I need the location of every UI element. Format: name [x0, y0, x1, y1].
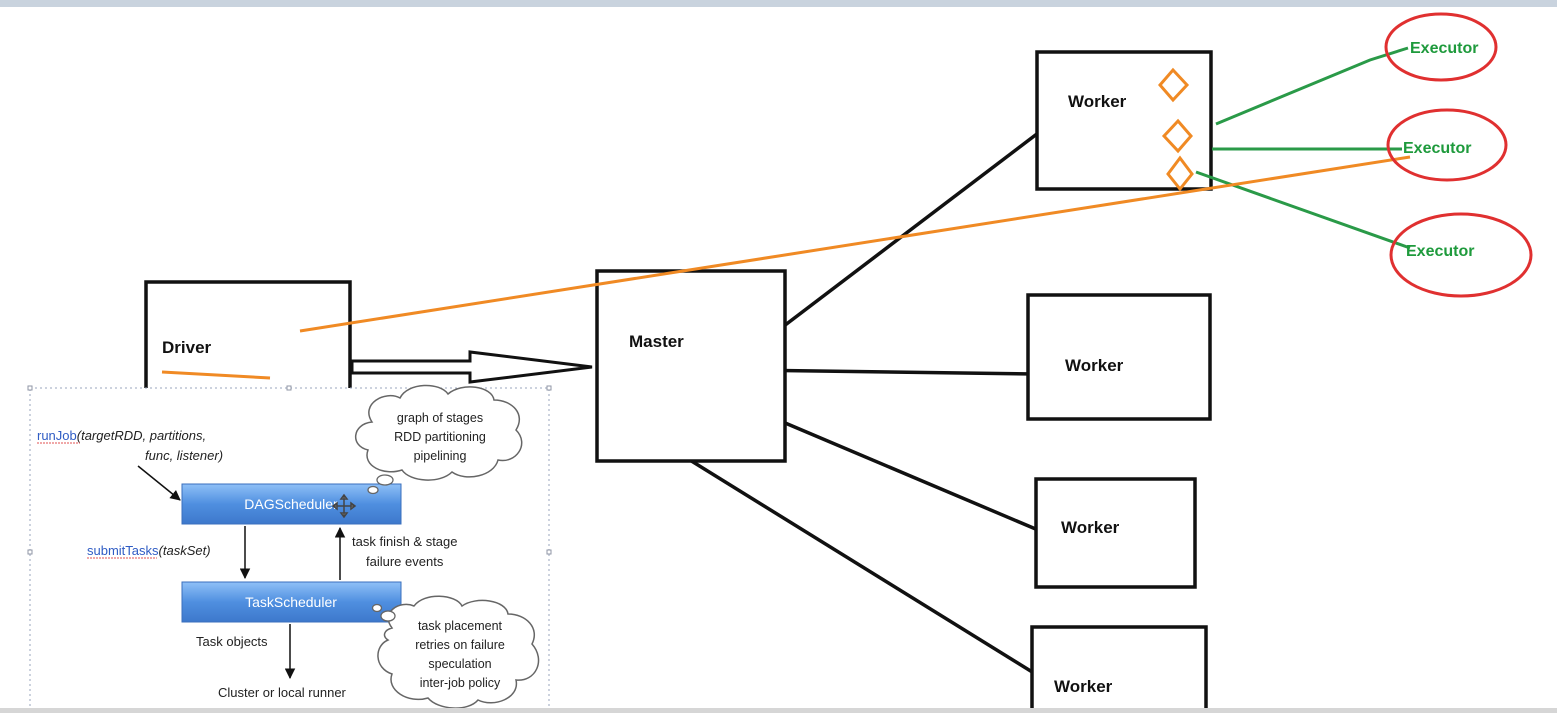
cloud-tail	[380, 610, 396, 622]
master-label: Master	[629, 332, 684, 351]
worker-box-3	[1034, 477, 1197, 589]
runjob-text: runJob(targetRDD, partitions,	[37, 428, 206, 443]
inset-handle	[546, 385, 552, 391]
dag-scheduler-button	[181, 483, 402, 525]
window-top-bar	[0, 0, 1557, 7]
task-diamond-icon	[1161, 118, 1193, 154]
worker-label-2: Worker	[1065, 356, 1124, 375]
executor-ellipse-3	[1389, 212, 1533, 298]
executor-label-2: Executor	[1403, 140, 1471, 157]
inset-handle	[27, 385, 33, 391]
master-worker2-line	[743, 368, 1036, 376]
runner-label: Cluster or local runner	[218, 685, 347, 700]
cloud2-line-1: task placement	[418, 619, 503, 633]
driver-label: Driver	[162, 338, 212, 357]
dag-scheduler-label: DAGScheduler	[244, 496, 338, 512]
worker-executor1-line	[1215, 46, 1409, 126]
master-box	[595, 269, 787, 463]
worker-box-2	[1026, 293, 1212, 421]
cloud2-line-4: inter-job policy	[420, 676, 501, 690]
task-diamond-icon	[1158, 67, 1190, 103]
worker-box-4	[1030, 625, 1208, 713]
runjob-args-2: func, listener)	[145, 448, 223, 463]
move-cursor-icon	[331, 493, 357, 519]
scheduler-inset: runJob(targetRDD, partitions, func, list…	[27, 384, 552, 713]
inset-handle	[27, 549, 33, 555]
submit-tasks-args: (taskSet)	[159, 543, 211, 558]
worker-executor3-line	[1195, 170, 1411, 250]
executor-label-1: Executor	[1410, 40, 1478, 57]
submit-tasks-fn: submitTasks	[87, 543, 159, 558]
driver-executor-line	[299, 155, 1411, 333]
runjob-arrow	[137, 465, 181, 501]
cloud1-line-1: graph of stages	[397, 411, 483, 425]
worker-label-3: Worker	[1061, 518, 1120, 537]
cloud-bubble-2	[377, 595, 540, 709]
window-bottom-bar	[0, 708, 1557, 713]
task-scheduler-button	[181, 581, 402, 623]
master-worker1-line	[774, 122, 1052, 334]
inset-handle	[546, 549, 552, 555]
runjob-args-1: (targetRDD, partitions,	[77, 428, 206, 443]
task-scheduler-label: TaskScheduler	[245, 594, 337, 610]
worker-label-4: Worker	[1054, 677, 1113, 696]
cloud-tail	[371, 603, 383, 613]
cloud2-line-3: speculation	[428, 657, 491, 671]
events-line-2: failure events	[366, 554, 444, 569]
inset-handle	[286, 385, 292, 391]
master-worker4-line	[663, 442, 1051, 685]
cloud1-line-3: pipelining	[414, 449, 467, 463]
worker-label-1: Worker	[1068, 92, 1127, 111]
task-diamond-icon	[1166, 155, 1194, 192]
executor-label-3: Executor	[1406, 243, 1474, 260]
cloud1-line-2: RDD partitioning	[394, 430, 486, 444]
master-worker3-line	[744, 404, 1065, 543]
task-objects-label: Task objects	[196, 634, 268, 649]
driver-orange-mark	[161, 370, 271, 380]
cloud-bubble-1	[355, 384, 523, 481]
runjob-fn: runJob	[37, 428, 77, 443]
worker-box-1	[1035, 50, 1213, 191]
cloud-tail	[367, 485, 379, 495]
cloud-tail	[376, 474, 394, 486]
executor-ellipse-1	[1384, 12, 1498, 82]
events-line-1: task finish & stage	[352, 534, 458, 549]
driver-to-master-arrow	[350, 350, 593, 384]
submit-tasks-text: submitTasks(taskSet)	[87, 543, 211, 558]
cloud2-line-2: retries on failure	[415, 638, 505, 652]
executor-ellipse-2	[1386, 108, 1508, 182]
